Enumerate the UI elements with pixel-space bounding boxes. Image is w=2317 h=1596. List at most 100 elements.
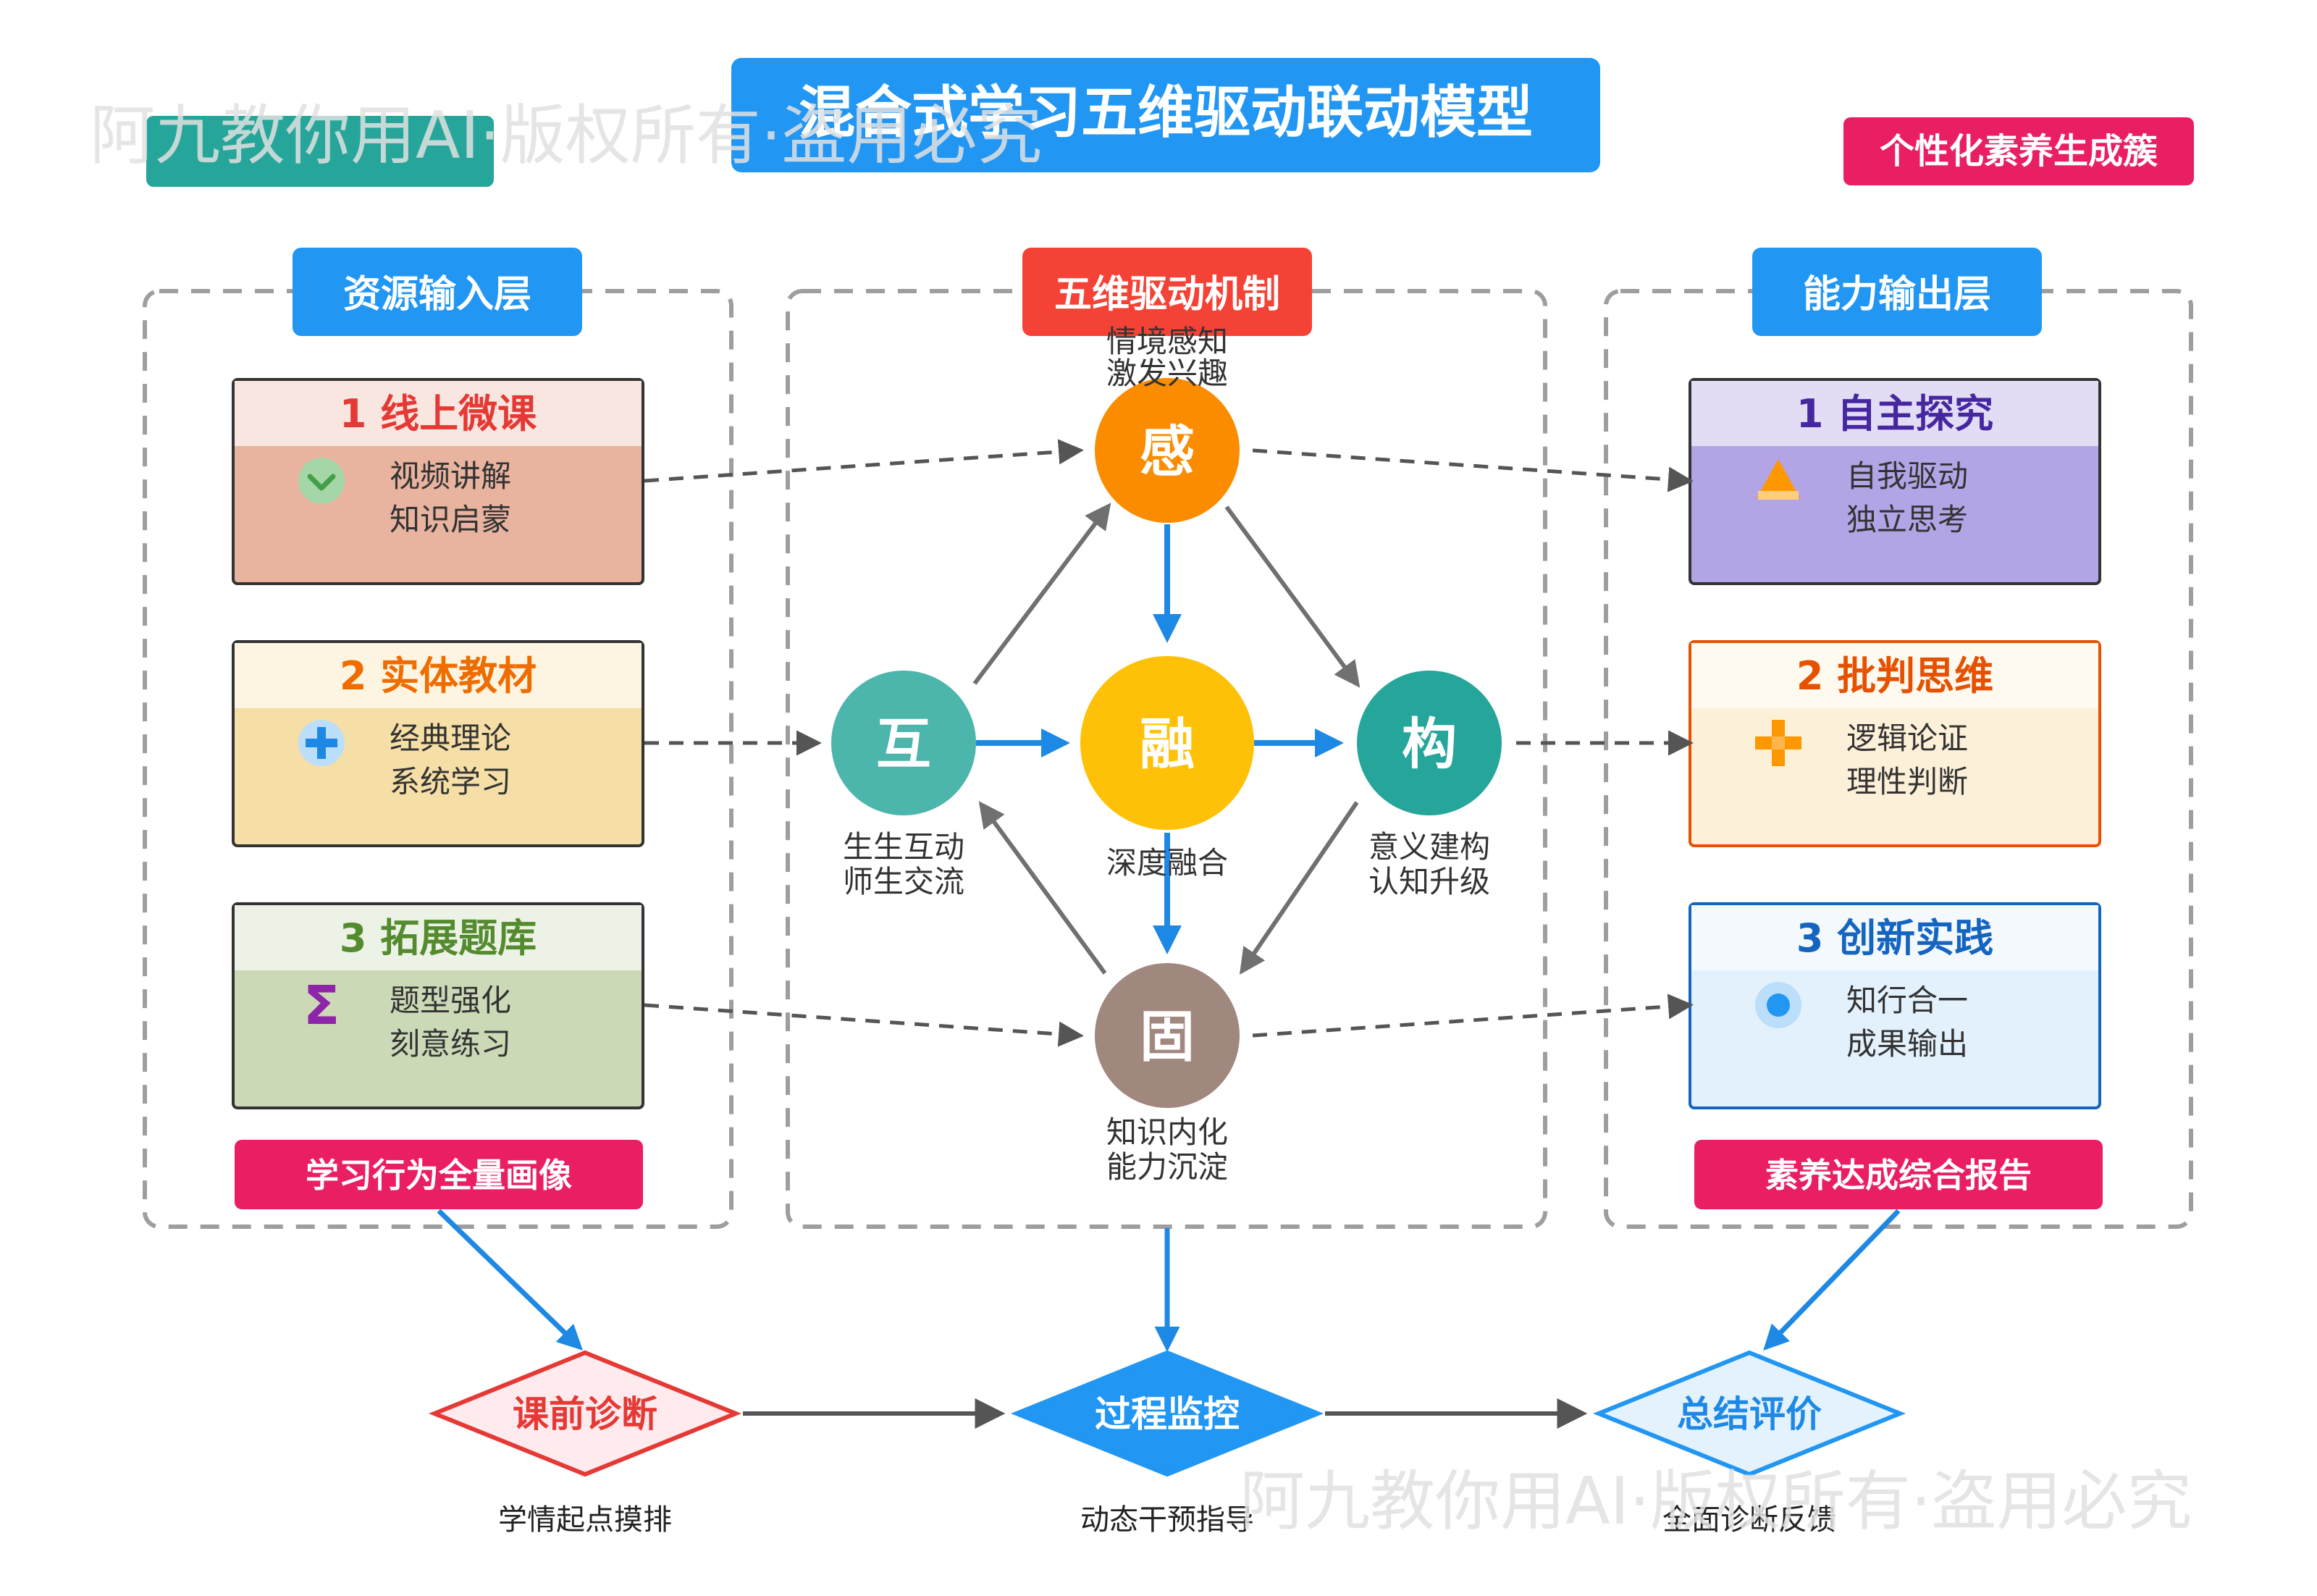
connector-gu-to-innovate <box>1252 994 1694 1038</box>
card-node-connectors <box>644 439 1694 1047</box>
driver-node-label-2: 能力沉淀 <box>1106 1149 1228 1185</box>
driver-node-char: 感 <box>1140 419 1195 484</box>
flow-step-label: 总结评价 <box>1677 1393 1822 1435</box>
arrow-hu-to-gan <box>972 503 1111 685</box>
flow-step-caption: 学情起点摸排 <box>498 1503 672 1537</box>
card-title: 3 创新实践 <box>1796 915 1993 961</box>
card-header <box>235 905 642 970</box>
driver-node-circle <box>1080 656 1254 830</box>
driver-node-circle <box>1095 963 1240 1108</box>
watermark-top: 阿九教你用AI·版权所有·盗用必究 <box>90 98 1042 174</box>
card-title: 1 自主探究 <box>1796 391 1993 437</box>
driver-node-label-1: 意义建构 <box>1368 829 1490 865</box>
right-footer-tag: 素养达成综合报告 <box>1694 1140 2103 1209</box>
watermark-bottom: 阿九教你用AI·版权所有·盗用必究 <box>1240 1463 2192 1540</box>
center-column-title: 五维驱动机制 <box>1054 273 1280 316</box>
right-column-title: 能力输出层 <box>1803 273 1991 316</box>
arrow-gou-to-gu <box>1239 801 1359 975</box>
driver-node-label-1: 深度融合 <box>1106 845 1228 881</box>
driver-node-label-2: 师生交流 <box>843 864 964 899</box>
top-right-tag-label: 个性化素养生成簇 <box>1880 131 2158 172</box>
card-header <box>235 381 642 446</box>
triangle-up-icon <box>1757 459 1800 500</box>
right-footer-label: 素养达成综合报告 <box>1765 1156 2032 1195</box>
arrow-gu-to-hu <box>978 801 1107 975</box>
right-column-panel <box>1604 289 2193 1229</box>
flow-step-label: 课前诊断 <box>513 1393 657 1435</box>
driver-node-char: 构 <box>1402 712 1457 776</box>
driver-node-circle <box>831 671 976 815</box>
svg-text:Σ: Σ <box>303 975 340 1037</box>
driver-node-circle <box>1095 378 1240 523</box>
card-line-1: 自我驱动 <box>1846 458 1968 494</box>
driver-node-label-1: 生生互动 <box>843 829 964 865</box>
card-line-1: 题型强化 <box>390 983 511 1018</box>
card-line-1: 知行合一 <box>1846 983 1968 1018</box>
card-line-1: 逻辑论证 <box>1846 721 1968 756</box>
driver-node-char: 融 <box>1140 712 1195 776</box>
card-header <box>1691 643 2098 708</box>
card-line-2: 刻意练习 <box>390 1026 511 1062</box>
connector-bank-to-gu <box>644 1003 1084 1047</box>
right-column-header: 能力输出层 <box>1752 248 2042 336</box>
card-line-2: 理性判断 <box>1846 764 1968 799</box>
driver-node-label-2: 激发兴趣 <box>1106 356 1228 391</box>
left-column-header: 资源输入层 <box>293 248 582 336</box>
card-title: 1 线上微课 <box>340 391 537 437</box>
plus-circle-icon <box>298 720 345 766</box>
flow-diamond <box>428 1350 742 1477</box>
driver-node-label-1: 知识内化 <box>1106 1114 1228 1150</box>
card-line-2: 知识启蒙 <box>390 502 511 537</box>
card-line-2: 成果输出 <box>1846 1026 1968 1062</box>
cycle-arrows <box>972 503 1361 975</box>
driver-node-label-1: 情境感知 <box>1106 324 1228 359</box>
core-arrows <box>976 524 1344 954</box>
left-column-panel <box>143 289 733 1229</box>
title-banner: 混合式学习五维驱动联动模型 <box>731 58 1600 172</box>
connector-course-to-gan <box>644 439 1084 483</box>
left-footer-label: 学习行为全量画像 <box>306 1156 572 1195</box>
arrow-profile-to-diagnosis <box>437 1209 584 1351</box>
card-header <box>1691 381 2098 446</box>
left-column-title: 资源输入层 <box>343 273 531 316</box>
card-title: 2 实体教材 <box>340 653 537 699</box>
driver-node-label-2: 认知升级 <box>1368 864 1490 899</box>
arrow-report-to-evaluation <box>1763 1209 1901 1351</box>
flow-diamond <box>1010 1350 1324 1477</box>
target-icon <box>1755 982 1801 1028</box>
plus-icon <box>1755 720 1801 766</box>
flow-step-caption: 全面诊断反馈 <box>1662 1503 1836 1537</box>
flow-step-label: 过程监控 <box>1095 1393 1240 1435</box>
card-header <box>1691 905 2098 970</box>
sigma-icon: Σ <box>303 975 340 1037</box>
top-right-tag: 个性化素养生成簇 <box>1843 117 2194 185</box>
driver-node-char: 互 <box>876 712 931 776</box>
connector-gan-to-explore <box>1252 448 1694 492</box>
bottom-connectors <box>437 1209 1901 1429</box>
left-footer-tag: 学习行为全量画像 <box>235 1140 643 1209</box>
top-left-tag <box>146 116 494 187</box>
card-title: 2 批判思维 <box>1796 653 1993 699</box>
card-line-2: 系统学习 <box>390 764 511 799</box>
card-line-1: 经典理论 <box>390 721 511 756</box>
flow-diamond <box>1592 1350 1906 1477</box>
flow-step-caption: 动态干预指导 <box>1080 1503 1254 1537</box>
arrow-gan-to-gou <box>1224 505 1361 688</box>
